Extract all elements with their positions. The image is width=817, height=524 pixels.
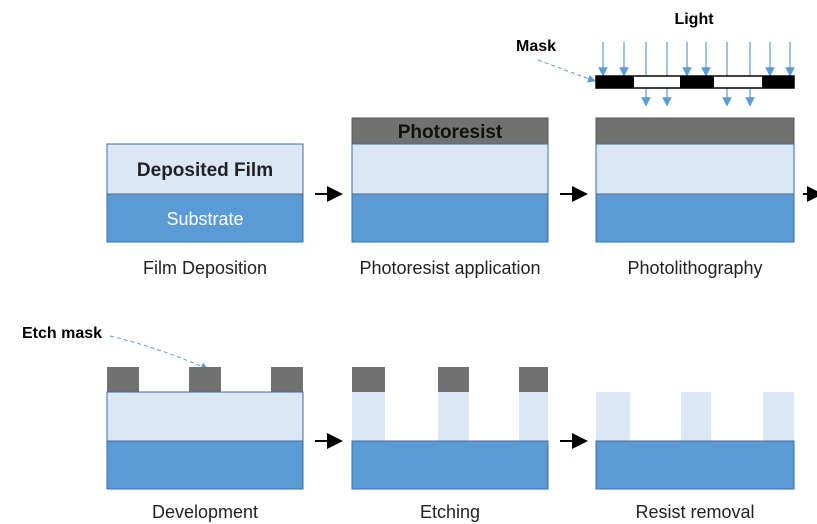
etch-mask-label: Etch mask [22, 325, 102, 342]
caption-film-deposition: Film Deposition [143, 258, 267, 278]
light-label: Light [674, 11, 714, 28]
step-development: Development [106, 367, 304, 522]
caption-development: Development [152, 502, 258, 522]
mask-label: Mask [516, 38, 556, 55]
caption-photolithography: Photolithography [627, 258, 762, 278]
substrate-label: Substrate [166, 209, 243, 229]
etch-mask-pointer [109, 335, 209, 371]
photomask [595, 75, 795, 89]
mask-pointer [537, 59, 596, 83]
caption-photoresist-application: Photoresist application [359, 258, 540, 278]
step-resist-removal: Resist removal [595, 392, 795, 522]
caption-resist-removal: Resist removal [635, 502, 754, 522]
step-photoresist-application: Photoresist Photoresist application [351, 117, 549, 278]
photoresist-label: Photoresist [398, 122, 503, 143]
caption-etching: Etching [420, 502, 480, 522]
light-arrows [598, 42, 795, 107]
step-film-deposition: Deposited Film Substrate Film Deposition [106, 143, 304, 278]
step-etching: Etching [351, 367, 549, 522]
step-photolithography: Photolithography [595, 117, 795, 278]
deposited-film-label: Deposited Film [137, 160, 273, 181]
